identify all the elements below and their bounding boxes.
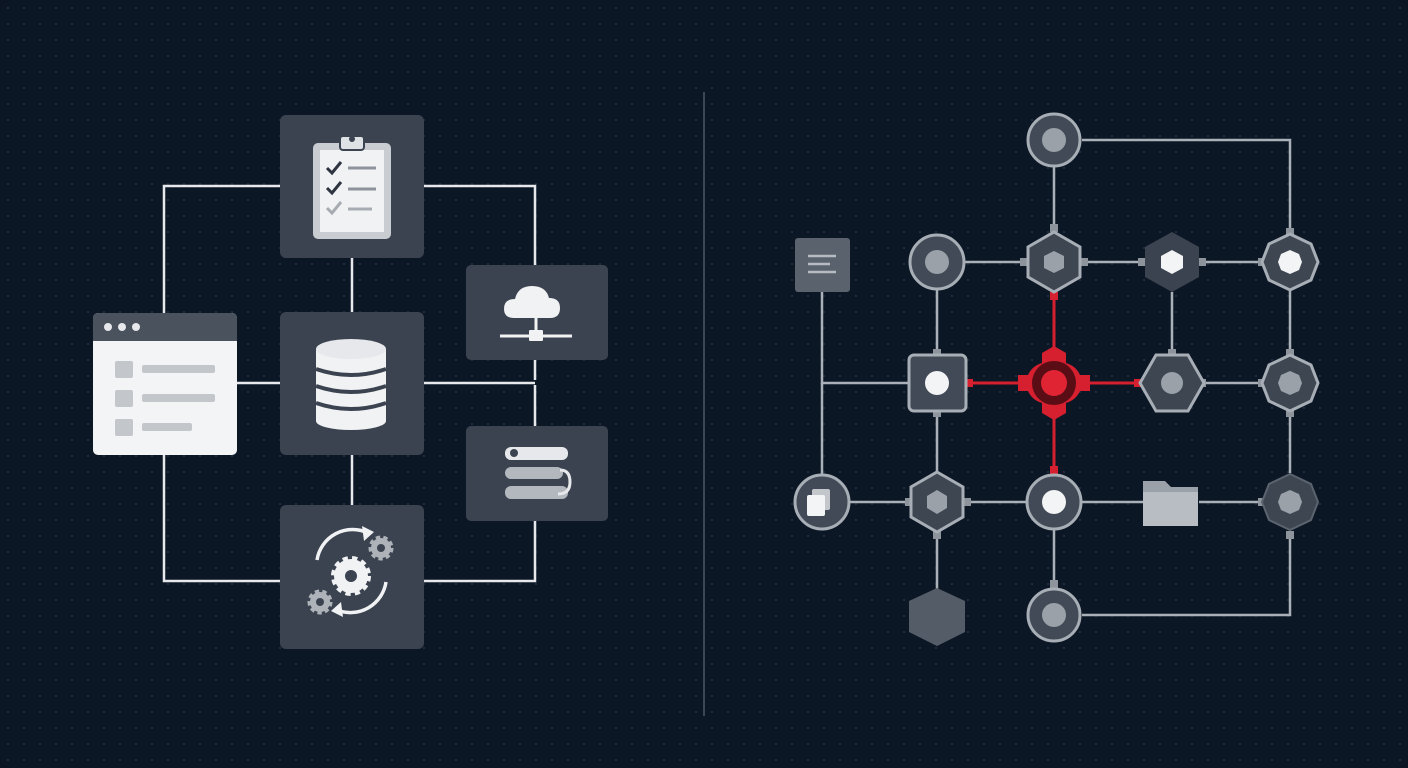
- checklist-tile[interactable]: [280, 115, 424, 258]
- cloud-tile[interactable]: [466, 265, 608, 360]
- right-grid-lines: [820, 138, 1292, 617]
- node-r3-c3[interactable]: [1138, 353, 1206, 413]
- highlight-pegs: [965, 292, 1142, 474]
- node-top-circle[interactable]: [1026, 112, 1082, 168]
- scroll-list-icon: [505, 447, 572, 499]
- highlight-paths: [967, 292, 1142, 474]
- clipboard-checklist-icon: [313, 135, 391, 239]
- gears-tile[interactable]: [280, 505, 424, 649]
- database-icon: [315, 339, 387, 430]
- document-icon[interactable]: [795, 238, 850, 292]
- node-r2-c4[interactable]: [1260, 232, 1320, 292]
- cloud-network-icon: [500, 286, 572, 341]
- gears-sync-icon: [307, 526, 394, 617]
- node-r3-c4[interactable]: [1260, 353, 1320, 413]
- node-r2-c2[interactable]: [1026, 230, 1082, 294]
- node-r4-c1[interactable]: [909, 470, 965, 534]
- node-r4-c2[interactable]: [1025, 473, 1083, 531]
- copy-files-icon[interactable]: [793, 473, 851, 531]
- center-hub[interactable]: [1018, 346, 1090, 420]
- database-tile[interactable]: [280, 312, 424, 455]
- left-connectors: [162, 184, 537, 583]
- browser-window-icon: [115, 361, 215, 436]
- folder-icon[interactable]: [1143, 481, 1198, 526]
- node-r2-c3[interactable]: [1145, 232, 1199, 292]
- scroll-tile[interactable]: [466, 426, 608, 521]
- node-r3-c1[interactable]: [907, 353, 968, 413]
- node-r4-c4[interactable]: [1260, 472, 1320, 532]
- node-bottom-hex[interactable]: [909, 588, 965, 646]
- browser-tile[interactable]: [93, 313, 237, 455]
- node-bottom-circle[interactable]: [1026, 587, 1082, 643]
- node-r2-c1[interactable]: [908, 233, 966, 291]
